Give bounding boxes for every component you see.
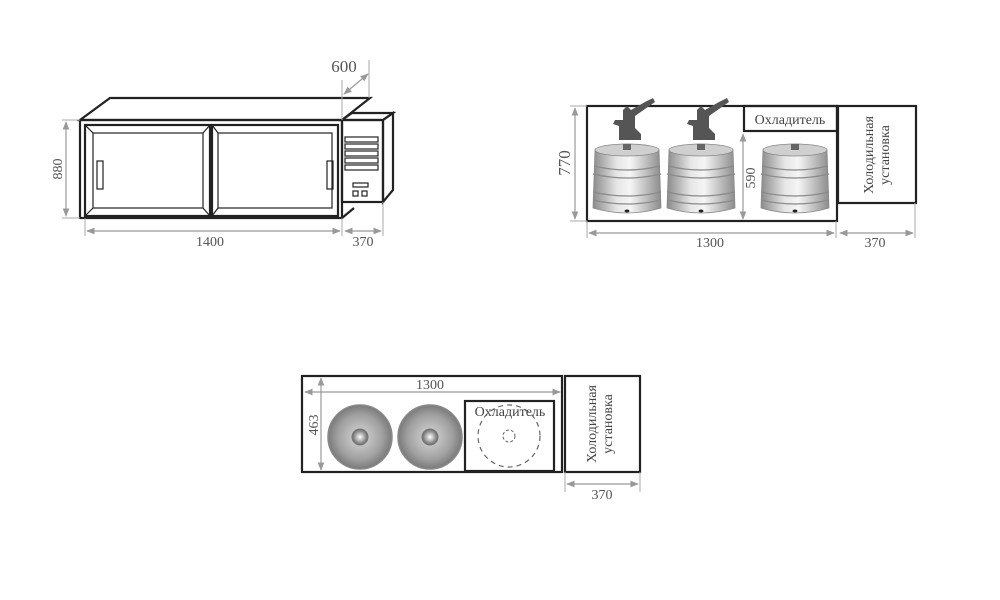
front-view: 880 1400 370 600 bbox=[51, 57, 397, 250]
svg-text:370: 370 bbox=[592, 488, 613, 503]
unit-label-line2: установка bbox=[601, 393, 616, 453]
unit-label-line1: Холодильная bbox=[585, 385, 600, 463]
svg-text:600: 600 bbox=[331, 57, 357, 76]
cooler-label: Охладитель bbox=[755, 113, 826, 128]
cabinet-outline bbox=[300, 374, 564, 474]
svg-text:1300: 1300 bbox=[416, 378, 444, 393]
top-view: Холодильная установка Охладитель 1300 46… bbox=[300, 374, 642, 503]
side-view: Охладитель Холодильная установка 770 590… bbox=[555, 98, 918, 251]
dimension-1300-top: 1300 bbox=[304, 378, 561, 396]
cooler-label: Охладитель bbox=[475, 405, 546, 420]
svg-text:1300: 1300 bbox=[696, 236, 724, 251]
dimension-590: 590 bbox=[739, 133, 759, 220]
control-button bbox=[352, 190, 359, 197]
door-right bbox=[210, 123, 340, 218]
svg-text:463: 463 bbox=[307, 415, 322, 436]
refrigeration-unit-box bbox=[836, 104, 918, 205]
beer-tap-icon bbox=[613, 98, 655, 140]
door-handle-right bbox=[326, 160, 334, 190]
door-handle-left bbox=[96, 160, 104, 190]
svg-text:880: 880 bbox=[51, 159, 66, 180]
dimension-463: 463 bbox=[307, 377, 325, 471]
dimension-770: 770 bbox=[555, 105, 587, 222]
keg-top-icon bbox=[397, 404, 463, 470]
cooling-unit bbox=[338, 110, 397, 206]
dimension-880: 880 bbox=[51, 119, 80, 219]
dimension-370-front: 370 bbox=[344, 202, 384, 250]
svg-text:1400: 1400 bbox=[196, 235, 224, 250]
control-display bbox=[352, 182, 369, 188]
svg-text:590: 590 bbox=[744, 168, 759, 189]
dimension-1300-side: 1300 bbox=[586, 221, 837, 251]
svg-text:370: 370 bbox=[353, 235, 374, 250]
door-left bbox=[83, 123, 212, 218]
cooler-box bbox=[463, 399, 556, 473]
control-button bbox=[361, 190, 368, 197]
keg-icon bbox=[666, 143, 736, 214]
refrigeration-unit-box bbox=[563, 374, 642, 474]
keg-top-icon bbox=[327, 404, 393, 470]
cabinet-top bbox=[76, 96, 374, 122]
beer-tap-icon bbox=[687, 98, 729, 140]
svg-text:370: 370 bbox=[865, 236, 886, 251]
unit-label-line2: установка bbox=[878, 124, 893, 184]
cabinet-side-edge bbox=[341, 207, 355, 219]
keg-icon bbox=[760, 143, 830, 214]
dimension-370-top: 370 bbox=[564, 472, 641, 503]
keg-placeholder-icon bbox=[477, 404, 541, 468]
dimension-600: 600 bbox=[331, 57, 370, 120]
dimension-370-side: 370 bbox=[839, 203, 916, 251]
unit-label-line1: Холодильная bbox=[862, 116, 877, 194]
dimension-1400: 1400 bbox=[84, 218, 343, 250]
cabinet-body bbox=[76, 96, 374, 220]
keg-icon bbox=[592, 143, 662, 214]
svg-text:770: 770 bbox=[555, 150, 574, 176]
vent-slots bbox=[344, 136, 379, 171]
